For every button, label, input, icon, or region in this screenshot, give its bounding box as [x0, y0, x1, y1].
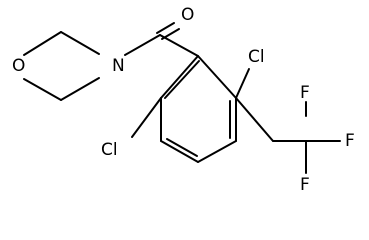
bond-ring-c5-c6 — [160, 140, 199, 163]
bond-ring-c1-c2 — [160, 55, 199, 99]
atom-fluorine-right: F — [345, 131, 355, 151]
molecule-structure: O N O Cl Cl F F F — [12, 5, 355, 195]
bond-morpholine-2 — [60, 31, 100, 55]
atom-carbonyl-oxygen: O — [181, 5, 194, 25]
bond-carbonyl-ring — [159, 34, 199, 57]
atom-ring-oxygen: O — [12, 56, 25, 76]
atom-chlorine-top: Cl — [248, 47, 265, 67]
bond-ring-c5-c6-inner — [166, 138, 198, 157]
bond-ring-c1-c2-inner — [164, 60, 200, 99]
bond-c-cl-top — [235, 68, 250, 99]
bond-morpholine-1 — [23, 31, 62, 56]
bond-morpholine-4 — [23, 78, 62, 101]
bond-c-cf3 — [235, 97, 274, 142]
atom-chlorine-left: Cl — [101, 140, 118, 160]
bond-ring-c2-c3 — [197, 55, 237, 99]
atom-fluorine-top: F — [300, 83, 310, 103]
bond-c-cl-left — [131, 97, 162, 138]
bond-carbonyl-double-1 — [156, 22, 175, 34]
atom-fluorine-bottom: F — [300, 175, 310, 195]
bond-morpholine-3 — [60, 77, 100, 101]
bond-n-carbonyl — [124, 34, 161, 56]
bond-ring-c4-c5 — [197, 140, 237, 163]
atom-amide-nitrogen: N — [112, 56, 125, 76]
